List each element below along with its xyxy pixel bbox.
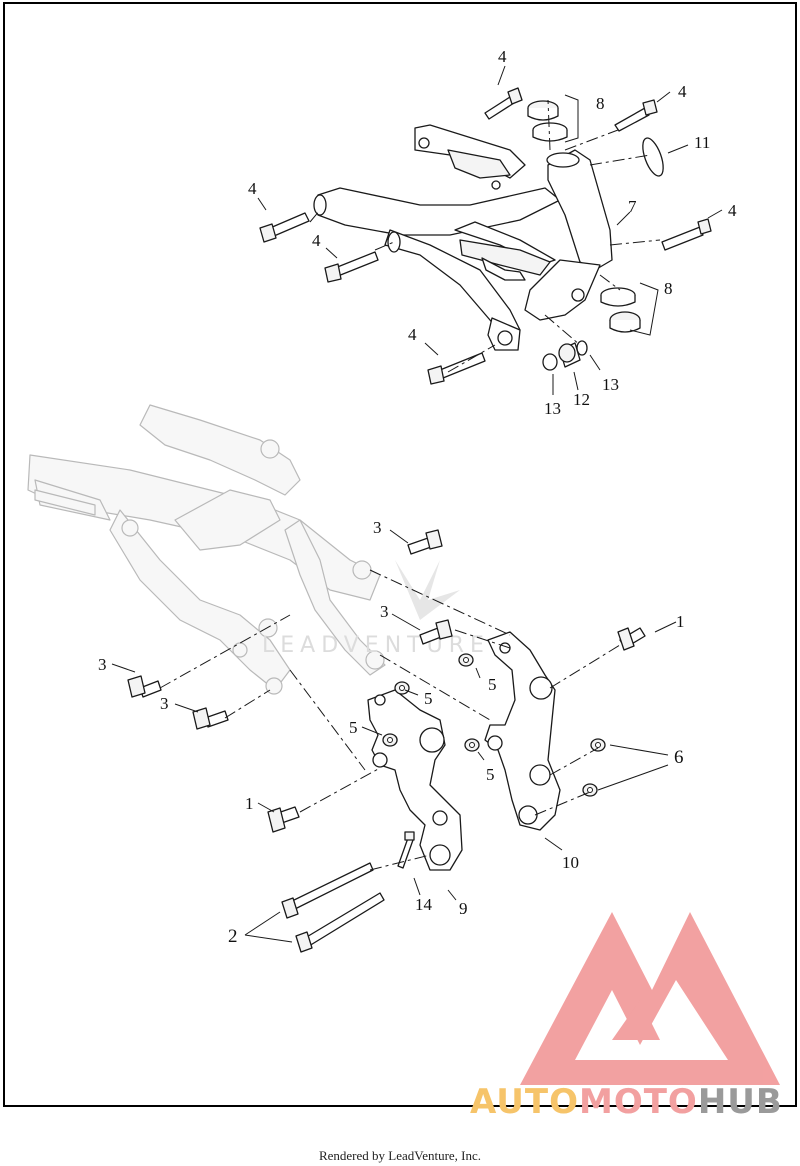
nut-5-c — [382, 733, 398, 747]
bolt-3-mid — [419, 619, 453, 645]
nut-6-a — [590, 738, 606, 752]
bearing-8-bottom — [600, 287, 641, 333]
nut-5-d — [464, 738, 480, 752]
washer-13-left — [542, 353, 558, 371]
callout-7: 7 — [628, 197, 637, 216]
callout-3: 3 — [373, 518, 382, 537]
logo-auto: AUTO — [470, 1082, 579, 1122]
right-bracket-10 — [484, 631, 561, 831]
callout-3: 3 — [160, 694, 169, 713]
callout-5: 5 — [488, 675, 497, 694]
callout-13: 13 — [544, 399, 561, 418]
callout-5: 5 — [424, 689, 433, 708]
logo-text: AUTOMOTOHUB — [470, 1082, 783, 1122]
washer-13-right — [576, 340, 588, 356]
bolt-4-right-mid — [661, 218, 712, 251]
logo-mark — [520, 912, 780, 1085]
callout-6: 6 — [674, 747, 684, 768]
bolt-4-bottom — [427, 352, 486, 385]
assembly-centerlines — [159, 99, 661, 871]
front-frame-assembly — [313, 124, 613, 351]
callout-1: 1 — [245, 794, 254, 813]
callout-12: 12 — [573, 390, 590, 409]
callout-5: 5 — [349, 718, 358, 737]
callout-3: 3 — [98, 655, 107, 674]
callout-13: 13 — [602, 375, 619, 394]
callout-14: 14 — [415, 895, 433, 914]
footer-credit: Rendered by LeadVenture, Inc. — [319, 1148, 481, 1163]
callout-10: 10 — [562, 853, 579, 872]
bearing-8-top — [527, 100, 568, 142]
callout-8: 8 — [596, 94, 605, 113]
bolt-3-upper — [407, 529, 443, 555]
callout-4: 4 — [678, 82, 687, 101]
callout-4: 4 — [728, 201, 737, 220]
callout-11: 11 — [694, 133, 710, 152]
bolt-4-left-lower — [324, 251, 379, 283]
seal-ring-11 — [642, 137, 664, 177]
long-bolt-2-lower — [295, 892, 385, 953]
callout-1: 1 — [676, 612, 685, 631]
screw-14 — [397, 831, 415, 869]
left-bracket-9 — [367, 689, 463, 871]
callout-3: 3 — [380, 602, 389, 621]
long-bolt-2-upper — [281, 862, 374, 919]
bolt-3-left-b — [192, 707, 229, 730]
diagram-border — [3, 2, 797, 1107]
callout-2: 2 — [228, 926, 238, 947]
callout-9: 9 — [459, 899, 468, 918]
watermark-text: LEADVENTURE — [262, 633, 490, 658]
nut-5-a — [394, 681, 410, 695]
automotohub-logo: AUTOMOTOHUB — [470, 912, 783, 1122]
bolt-4-left-upper — [259, 212, 310, 243]
spacer-12 — [558, 342, 581, 368]
bolt-3-left-a — [127, 675, 162, 698]
bolt-1-right — [617, 627, 646, 651]
callout-4: 4 — [408, 325, 417, 344]
callout-4: 4 — [248, 179, 257, 198]
bolt-4-top — [484, 87, 523, 120]
callout-labels: 4 8 4 11 4 7 4 4 8 4 13 12 13 3 3 1 5 3 … — [98, 47, 737, 947]
logo-hub: HUB — [698, 1082, 783, 1122]
callout-5: 5 — [486, 765, 495, 784]
ghosted-frame-outline — [27, 404, 386, 695]
logo-moto: MOTO — [579, 1082, 698, 1122]
callout-4: 4 — [312, 231, 321, 250]
callout-4: 4 — [498, 47, 507, 66]
callout-8: 8 — [664, 279, 673, 298]
bolt-1-left — [267, 806, 300, 833]
bolt-4-right-top — [614, 99, 658, 132]
nut-5-b — [458, 653, 474, 667]
leader-lines — [111, 65, 723, 943]
